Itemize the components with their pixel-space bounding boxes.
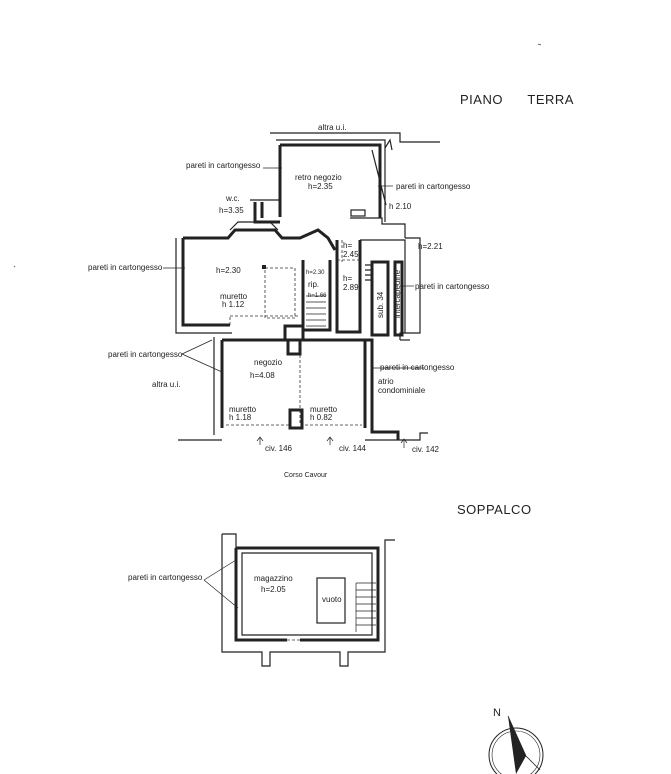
label-plasterboard-3: pareti in cartongesso bbox=[88, 263, 163, 272]
label-plasterboard-4: pareti in cartongesso bbox=[415, 282, 490, 291]
interspace-box bbox=[393, 260, 404, 337]
label-height-289-b: 2.89 bbox=[343, 283, 359, 292]
compass-circle bbox=[488, 727, 544, 774]
label-street: Corso Cavour bbox=[284, 472, 328, 479]
mezz-label-storage: magazzino bbox=[254, 574, 293, 583]
back-shop-corner bbox=[384, 138, 393, 151]
step-right bbox=[350, 217, 406, 238]
label-civ-142: civ. 142 bbox=[412, 445, 440, 454]
front-pillar bbox=[288, 408, 304, 430]
compass-inner-circle bbox=[491, 730, 541, 774]
label-wc: w.c. bbox=[225, 194, 240, 203]
label-wc-height: h=3.35 bbox=[219, 206, 244, 215]
label-shop: negozio bbox=[254, 358, 283, 367]
label-low-wall-1: muretto bbox=[220, 292, 248, 301]
interspace-outer bbox=[399, 237, 421, 340]
label-back-shop: retro negozio bbox=[295, 173, 342, 182]
ground-floor-plan: altra u.i. pareti in cartongesso retro n… bbox=[88, 123, 490, 479]
main-room-outer bbox=[175, 238, 232, 334]
right-corridor bbox=[360, 239, 406, 333]
compass-north-label: N bbox=[493, 707, 501, 719]
stair-column-walls bbox=[335, 240, 362, 334]
compass-needle-edge bbox=[507, 715, 541, 771]
atrium-wall bbox=[365, 338, 400, 440]
wc-walls bbox=[253, 202, 280, 224]
stairs bbox=[306, 295, 326, 327]
north-compass: N bbox=[488, 707, 544, 774]
mezz-label-plasterboard: pareti in cartongesso bbox=[128, 573, 203, 582]
mezz-leader bbox=[203, 559, 239, 609]
back-shop-walls bbox=[278, 143, 382, 218]
stair-column-dash bbox=[337, 240, 360, 262]
label-height-245-b: 2.45 bbox=[343, 250, 359, 259]
label-atrium-2: condominiale bbox=[378, 386, 426, 395]
mezz-corner bbox=[222, 533, 237, 548]
street-facade bbox=[178, 432, 428, 441]
mezz-plasterboard bbox=[241, 552, 373, 636]
ground-floor-title: PIANO TERRA bbox=[460, 92, 574, 107]
label-atrium-1: atrio bbox=[378, 377, 394, 386]
label-plasterboard-1: pareti in cartongesso bbox=[186, 161, 261, 170]
label-rip-height-2: h=1.66 bbox=[308, 293, 327, 299]
mezzanine-title: SOPPALCO bbox=[457, 502, 532, 517]
mezz-outer bbox=[221, 534, 395, 667]
label-low-wall-1-height: h 1.12 bbox=[222, 300, 245, 309]
compass-needle bbox=[508, 716, 526, 774]
small-steps bbox=[365, 264, 372, 281]
ceiling-opening bbox=[264, 267, 296, 319]
stray-mark bbox=[537, 43, 542, 46]
mezzanine-plan: pareti in cartongesso magazzino h=2.05 v… bbox=[128, 533, 395, 667]
plasterboard-slant bbox=[371, 149, 387, 206]
neighbor-boundary-top bbox=[270, 132, 440, 143]
label-plasterboard-5: pareti in cartongesso bbox=[108, 350, 183, 359]
sub34-box bbox=[370, 260, 390, 337]
stray-mark-left bbox=[13, 265, 16, 268]
label-other-unit-left: altra u.i. bbox=[152, 380, 180, 389]
mezz-label-storage-height: h=2.05 bbox=[261, 585, 286, 594]
label-shop-height: h=4.08 bbox=[250, 371, 275, 380]
door-step bbox=[350, 209, 366, 217]
pillar bbox=[283, 324, 305, 342]
label-low-wall-2: muretto bbox=[229, 405, 257, 414]
mezz-walls bbox=[234, 546, 380, 642]
rip-walls bbox=[301, 260, 332, 332]
label-interspace: intercapedine bbox=[393, 269, 402, 318]
label-plasterboard-2: pareti in cartongesso bbox=[396, 182, 471, 191]
label-height-289-a: h= bbox=[343, 274, 352, 283]
main-room-walls bbox=[181, 228, 337, 327]
entrance-arrows bbox=[256, 436, 408, 448]
back-shop-outer bbox=[276, 139, 386, 222]
label-plasterboard-6: pareti in cartongesso bbox=[380, 363, 455, 372]
main-room-niche bbox=[229, 221, 279, 231]
label-rip: rip. bbox=[308, 280, 319, 289]
label-rip-height-1: h=2.30 bbox=[306, 270, 325, 276]
label-height-221: h=2.21 bbox=[418, 242, 443, 251]
label-height-210: h 2.10 bbox=[389, 202, 412, 211]
label-height-245-a: h= bbox=[343, 241, 352, 250]
label-low-wall-2-height: h 1.18 bbox=[229, 413, 252, 422]
low-wall-line bbox=[229, 315, 300, 325]
label-civ-146: civ. 146 bbox=[265, 444, 293, 453]
mezz-stairs bbox=[355, 582, 376, 632]
void-box bbox=[316, 577, 346, 624]
fixture-mark bbox=[262, 265, 266, 269]
mezz-label-void: vuoto bbox=[322, 595, 342, 604]
leader-lines bbox=[163, 167, 424, 373]
label-low-wall-3: muretto bbox=[310, 405, 338, 414]
label-civ-144: civ. 144 bbox=[339, 444, 367, 453]
label-low-wall-3-height: h 0.82 bbox=[310, 413, 333, 422]
label-main-room-height: h=2.30 bbox=[216, 266, 241, 275]
label-sub34: sub. 34 bbox=[376, 291, 385, 318]
label-back-shop-height: h=2.35 bbox=[308, 182, 333, 191]
label-other-unit-top: altra u.i. bbox=[318, 123, 346, 132]
